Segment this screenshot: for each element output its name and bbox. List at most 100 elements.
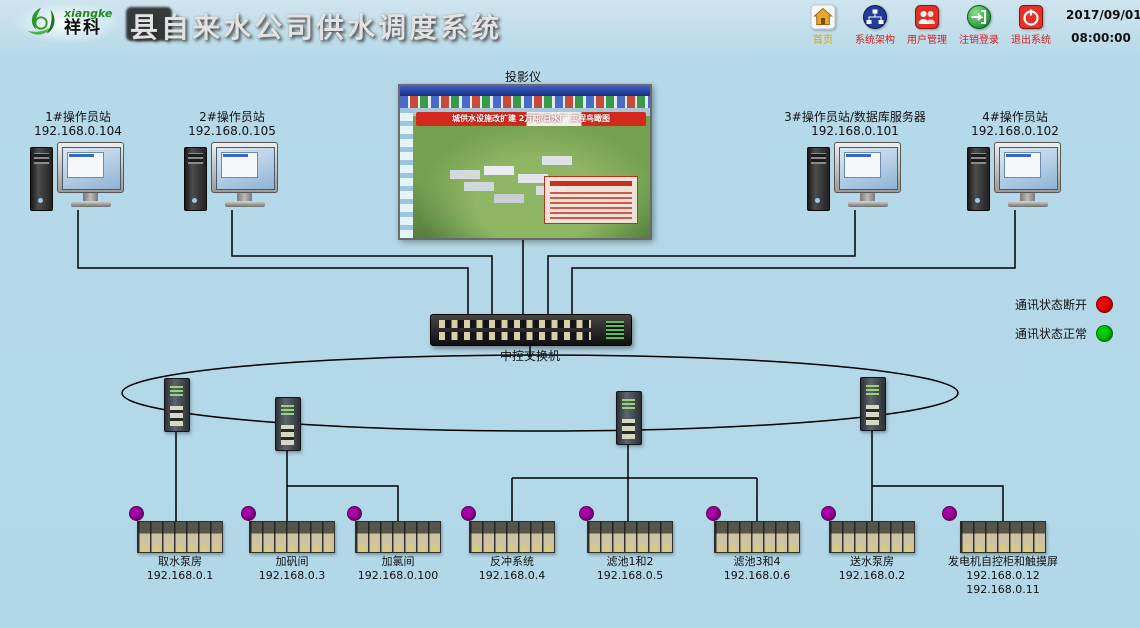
- nav-label: 退出系统: [1011, 31, 1051, 46]
- computer-icon[interactable]: [184, 142, 280, 212]
- plc-station-chlorination[interactable]: 加氯间 192.168.0.100: [343, 506, 453, 583]
- comm-status-dot: [461, 506, 476, 521]
- plc-station-alum-dosing[interactable]: 加矾间 192.168.0.3: [237, 506, 347, 583]
- nav-logout[interactable]: 注销登录: [956, 4, 1002, 46]
- pc-monitor: [211, 142, 278, 193]
- monitor-stand: [1020, 193, 1035, 201]
- nav-system-architecture[interactable]: 系统架构: [852, 4, 898, 46]
- nav-label: 首页: [813, 31, 833, 46]
- home-icon: [810, 4, 836, 30]
- nav-user-management[interactable]: 用户管理: [904, 4, 950, 46]
- nav-exit-system[interactable]: 退出系统: [1008, 4, 1054, 46]
- station-ip: 192.168.0.104: [3, 124, 153, 138]
- plc-ip: 192.168.0.6: [702, 569, 812, 583]
- logo-name-text: 祥科: [64, 20, 112, 38]
- plc-name: 发电机自控柜和触摸屏: [938, 555, 1068, 569]
- plc-name: 送水泵房: [817, 555, 927, 569]
- plc-station-filter-3-4[interactable]: 滤池3和4 192.168.0.6: [702, 506, 812, 583]
- projector-label: 投影仪: [448, 68, 598, 85]
- plc-rack-icon: [137, 521, 223, 553]
- plc-station-generator[interactable]: 发电机自控柜和触摸屏 192.168.0.12 192.168.0.11: [938, 506, 1068, 597]
- plc-rack-icon: [960, 521, 1046, 553]
- plc-ip: 192.168.0.3: [237, 569, 347, 583]
- pc-monitor: [57, 142, 124, 193]
- plc-rack-icon: [249, 521, 335, 553]
- nav-label: 用户管理: [907, 31, 947, 46]
- plant-banner-text: 城供水设施改扩建 2万吨/日水厂 工程鸟瞰图: [416, 112, 646, 126]
- comm-status-dot: [241, 506, 256, 521]
- main-nav: 首页 系统架构 用户管理: [800, 4, 1054, 46]
- date-display: 2017/09/01: [1066, 8, 1136, 22]
- field-switch-4[interactable]: [860, 377, 886, 431]
- field-switch-1[interactable]: [164, 378, 190, 432]
- monitor-stand: [860, 193, 875, 201]
- plc-station-intake-pump[interactable]: 取水泵房 192.168.0.1: [125, 506, 235, 583]
- pc-tower: [967, 147, 990, 211]
- plc-name: 滤池1和2: [575, 555, 685, 569]
- comm-status-dot: [821, 506, 836, 521]
- projector-screen[interactable]: 城供水设施改扩建 2万吨/日水厂 工程鸟瞰图: [398, 84, 652, 240]
- plc-rack-icon: [587, 521, 673, 553]
- operator-station-3: 3#操作员站/数据库服务器 192.168.0.101: [765, 110, 945, 212]
- pc-tower: [30, 147, 53, 211]
- disconnected-indicator: [1096, 296, 1113, 313]
- station-name: 1#操作员站: [3, 110, 153, 124]
- comm-status-legend: 通讯状态断开 通讯状态正常: [1015, 296, 1113, 354]
- plc-name: 加氯间: [343, 555, 453, 569]
- computer-icon[interactable]: [967, 142, 1063, 212]
- pc-screen: [62, 147, 121, 190]
- station-ip: 192.168.0.105: [157, 124, 307, 138]
- plc-rack-icon: [714, 521, 800, 553]
- plc-station-backwash[interactable]: 反冲系统 192.168.0.4: [457, 506, 567, 583]
- plc-ip: 192.168.0.100: [343, 569, 453, 583]
- plc-rack-icon: [355, 521, 441, 553]
- switch-ports-row: [439, 320, 591, 328]
- users-icon: [914, 4, 940, 30]
- central-switch-icon[interactable]: [430, 314, 632, 346]
- computer-icon[interactable]: [807, 142, 903, 212]
- time-display: 08:00:00: [1066, 31, 1136, 45]
- field-switch-2[interactable]: [275, 397, 301, 451]
- plc-ip: 192.168.0.5: [575, 569, 685, 583]
- station-ip: 192.168.0.102: [940, 124, 1090, 138]
- datetime-display: 2017/09/01 08:00:00: [1066, 8, 1136, 45]
- comm-status-dot: [706, 506, 721, 521]
- legend-label: 通讯状态断开: [1015, 296, 1087, 313]
- plc-name: 滤池3和4: [702, 555, 812, 569]
- operator-station-4: 4#操作员站 192.168.0.102: [940, 110, 1090, 212]
- plc-name: 取水泵房: [125, 555, 235, 569]
- nav-label: 系统架构: [855, 31, 895, 46]
- monitor-stand: [237, 193, 252, 201]
- monitor-base: [225, 201, 265, 207]
- plant-info-box: [544, 176, 638, 224]
- projector-window-sidebar: [400, 108, 413, 238]
- legend-row-connected: 通讯状态正常: [1015, 325, 1113, 342]
- monitor-base: [71, 201, 111, 207]
- logo-swirl-icon: [22, 4, 60, 42]
- station-name: 4#操作员站: [940, 110, 1090, 124]
- plc-rack-icon: [829, 521, 915, 553]
- projector-window-titlebar: [400, 86, 650, 96]
- plc-station-filter-1-2[interactable]: 滤池1和2 192.168.0.5: [575, 506, 685, 583]
- plc-ip: 192.168.0.4: [457, 569, 567, 583]
- station-name: 3#操作员站/数据库服务器: [765, 110, 945, 124]
- projector-window-toolbar: [400, 96, 650, 108]
- pc-screen: [999, 147, 1058, 190]
- plc-station-supply-pump[interactable]: 送水泵房 192.168.0.2: [817, 506, 927, 583]
- page-title: 县自来水公司供水调度系统: [130, 6, 502, 46]
- switch-ports-row: [439, 332, 591, 340]
- power-icon: [1018, 4, 1044, 30]
- pc-monitor: [994, 142, 1061, 193]
- field-switch-3[interactable]: [616, 391, 642, 445]
- ring-network: [122, 355, 958, 431]
- computer-icon[interactable]: [30, 142, 126, 212]
- legend-label: 通讯状态正常: [1015, 325, 1087, 342]
- monitor-base: [848, 201, 888, 207]
- logout-icon: [966, 4, 992, 30]
- comm-status-dot: [579, 506, 594, 521]
- nav-home[interactable]: 首页: [800, 4, 846, 46]
- plc-name: 反冲系统: [457, 555, 567, 569]
- pc-tower: [807, 147, 830, 211]
- pc-screen: [216, 147, 275, 190]
